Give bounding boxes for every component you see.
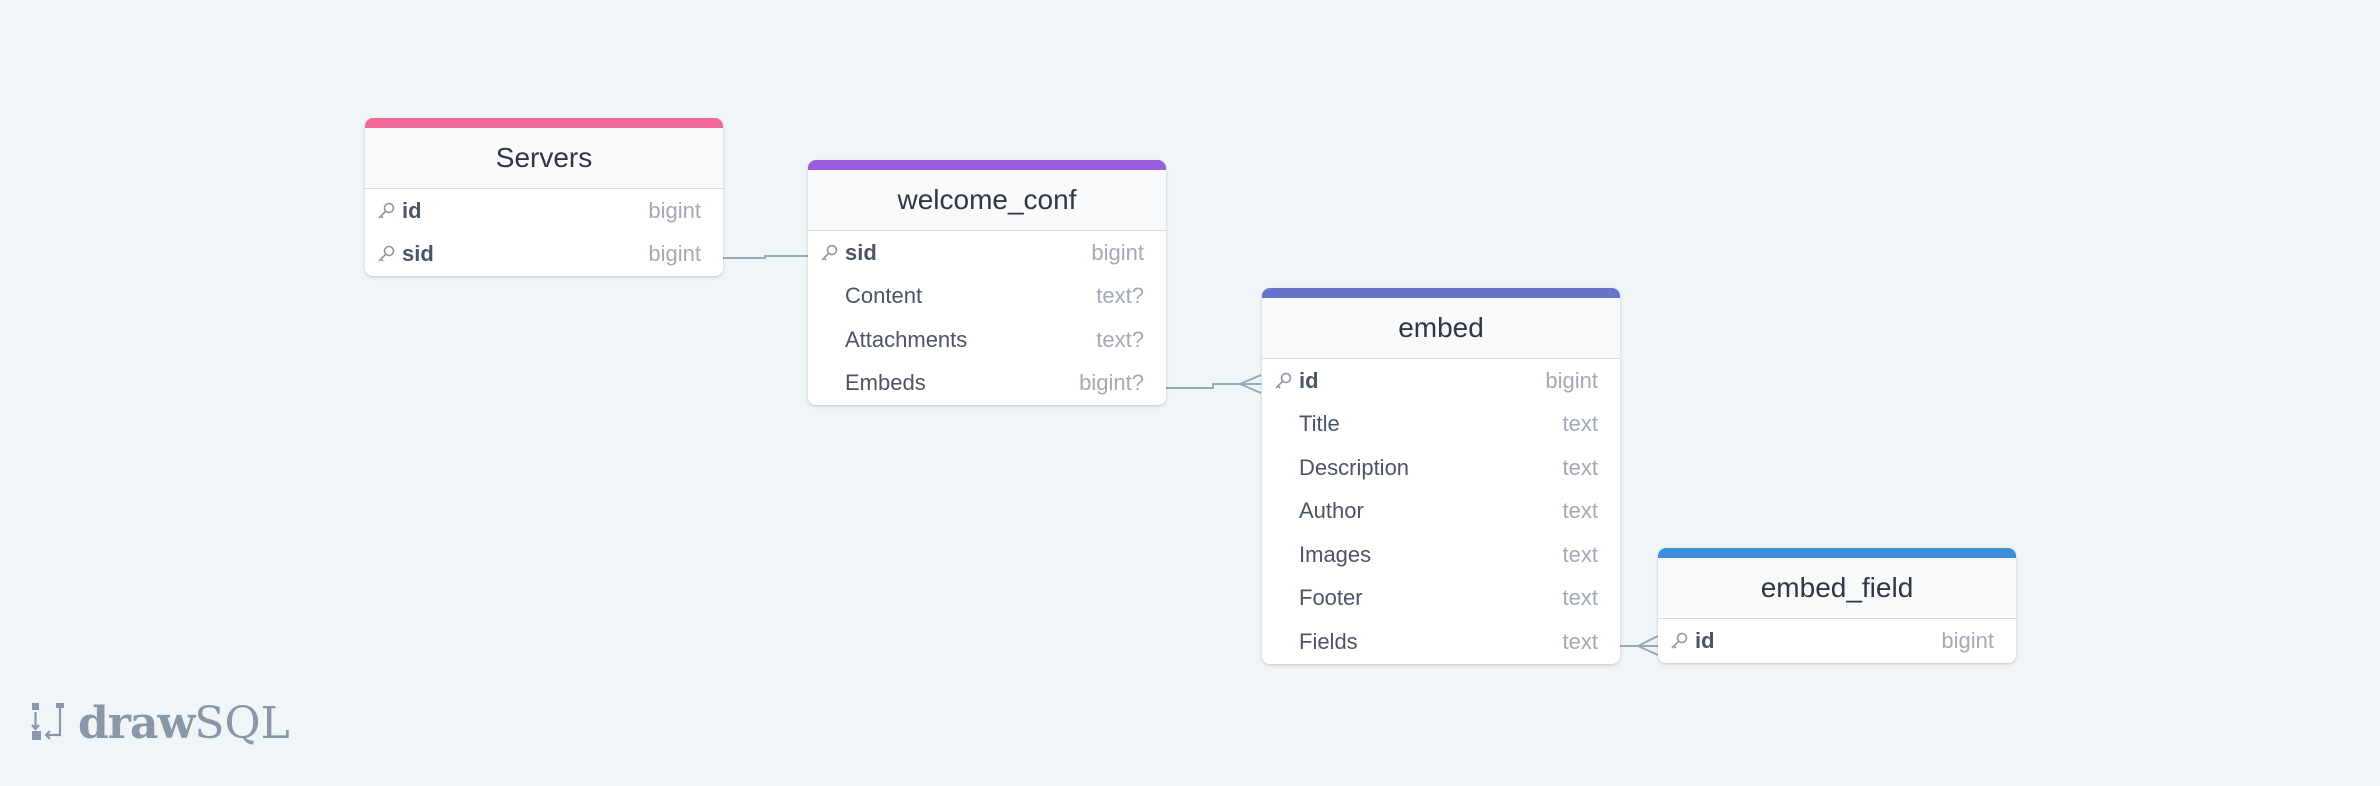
relation-embed-embed-field[interactable]	[1620, 645, 1659, 647]
column-name: Fields	[1299, 628, 1358, 654]
table-color-bar	[808, 160, 1166, 170]
column-name: id	[1299, 367, 1319, 393]
relation-servers-welcome-conf[interactable]	[723, 255, 808, 259]
crowfoot-embed-icon	[1239, 374, 1262, 394]
key-icon	[1671, 632, 1688, 649]
key-icon	[378, 202, 395, 219]
column-row-attachments[interactable]: Attachments text?	[808, 318, 1166, 362]
column-type: text	[1562, 541, 1598, 567]
logo-text-sql: SQL	[194, 697, 290, 749]
logo-text-draw: draw	[78, 697, 195, 749]
column-type: text?	[1096, 283, 1144, 309]
column-list: sid bigint Content text? Attachments tex…	[808, 231, 1166, 405]
table-servers[interactable]: Servers id bigint sid bigint	[365, 118, 723, 276]
column-name: Attachments	[845, 326, 968, 352]
relation-welcome-conf-embed[interactable]	[1166, 383, 1261, 389]
column-type: bigint	[648, 241, 701, 267]
drawsql-logo-icon	[31, 703, 64, 740]
column-row-embeds[interactable]: Embeds bigint?	[808, 362, 1166, 406]
column-type: bigint	[648, 197, 701, 223]
column-name: Images	[1299, 541, 1372, 567]
table-color-bar	[1658, 548, 2016, 558]
column-name: Author	[1299, 498, 1364, 524]
table-title[interactable]: welcome_conf	[808, 170, 1166, 231]
column-name: sid	[402, 241, 434, 267]
column-name: sid	[845, 239, 877, 265]
table-title[interactable]: embed	[1262, 298, 1620, 359]
table-title[interactable]: embed_field	[1658, 558, 2016, 619]
table-embed-field[interactable]: embed_field id bigint	[1658, 548, 2016, 663]
column-type: bigint?	[1079, 370, 1144, 396]
column-list: id bigint	[1658, 619, 2016, 663]
table-welcome-conf[interactable]: welcome_conf sid bigint Content text? At…	[808, 160, 1166, 405]
column-row-sid[interactable]: sid bigint	[365, 233, 723, 277]
column-type: bigint	[1545, 367, 1598, 393]
column-row-description[interactable]: Description text	[1262, 446, 1620, 490]
crowfoot-embed-field-icon	[1620, 635, 1659, 656]
column-list: id bigint Title text Description text Au…	[1262, 359, 1620, 664]
key-icon	[1275, 372, 1292, 389]
column-list: id bigint sid bigint	[365, 189, 723, 276]
column-row-id[interactable]: id bigint	[365, 189, 723, 233]
column-type: text	[1562, 585, 1598, 611]
column-type: text	[1562, 411, 1598, 437]
column-row-fields[interactable]: Fields text	[1262, 620, 1620, 664]
column-type: text	[1562, 628, 1598, 654]
column-row-content[interactable]: Content text?	[808, 275, 1166, 319]
column-row-footer[interactable]: Footer text	[1262, 577, 1620, 621]
column-type: text	[1562, 454, 1598, 480]
table-color-bar	[365, 118, 723, 128]
column-row-id[interactable]: id bigint	[1262, 359, 1620, 403]
column-type: bigint	[1941, 627, 1994, 653]
column-name: Description	[1299, 454, 1410, 480]
column-name: Footer	[1299, 585, 1363, 611]
column-name: Embeds	[845, 370, 926, 396]
key-icon	[821, 244, 838, 261]
table-color-bar	[1262, 288, 1620, 298]
column-type: bigint	[1091, 239, 1144, 265]
key-icon	[378, 245, 395, 262]
column-row-id[interactable]: id bigint	[1658, 619, 2016, 663]
column-row-title[interactable]: Title text	[1262, 403, 1620, 447]
table-title[interactable]: Servers	[365, 128, 723, 189]
column-name: id	[402, 197, 422, 223]
column-type: text	[1562, 498, 1598, 524]
column-name: id	[1695, 627, 1715, 653]
column-name: Content	[845, 283, 923, 309]
column-type: text?	[1096, 326, 1144, 352]
column-row-author[interactable]: Author text	[1262, 490, 1620, 534]
column-row-sid[interactable]: sid bigint	[808, 231, 1166, 275]
table-embed[interactable]: embed id bigint Title text Description t…	[1262, 288, 1620, 664]
column-name: Title	[1299, 411, 1340, 437]
column-row-images[interactable]: Images text	[1262, 533, 1620, 577]
